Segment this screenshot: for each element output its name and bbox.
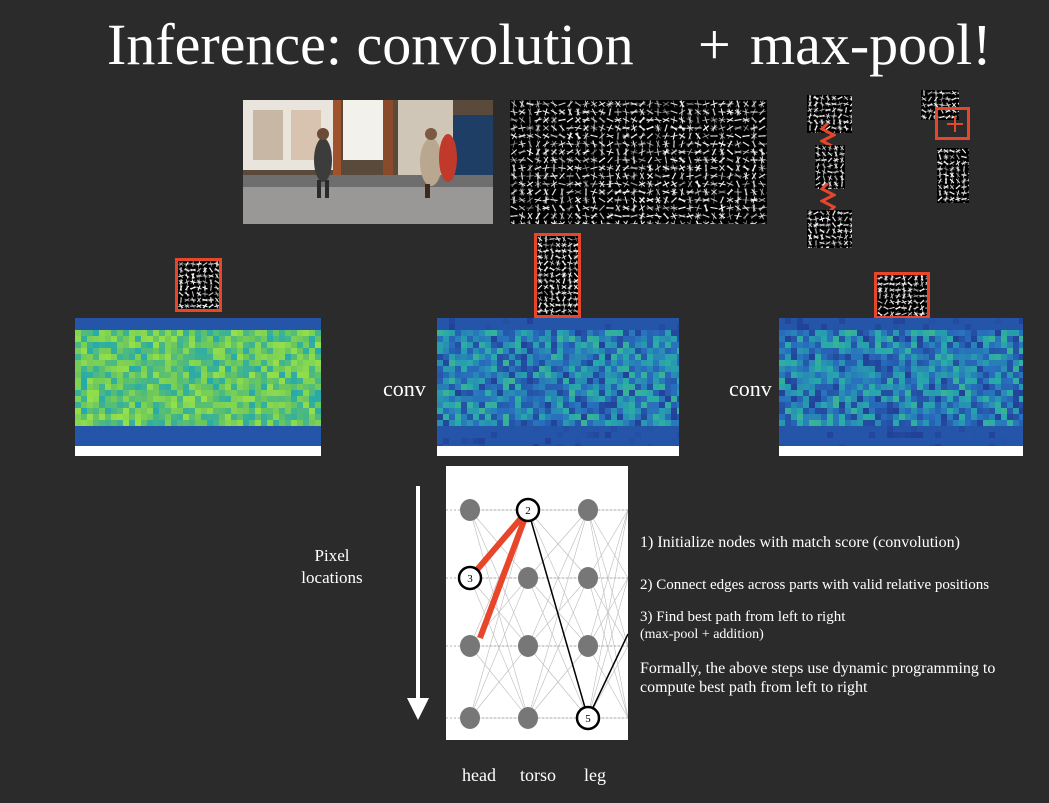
trellis-node: [518, 635, 538, 657]
pixel-axis-line1: Pixel: [314, 546, 350, 565]
head-template-right: [921, 90, 959, 120]
node-head-selected: [457, 565, 483, 591]
head-filter: [175, 258, 222, 312]
trellis-node: [460, 499, 480, 521]
step-3a: 3) Find best path from left to right: [640, 609, 846, 625]
torso-filter: [534, 233, 581, 318]
leg-filter: [874, 272, 930, 319]
step-3b: (max-pool + addition): [640, 627, 764, 642]
conv-label-2: conv: [729, 376, 772, 401]
pixel-axis-label: Pixel locations: [286, 545, 378, 589]
arrow-down-icon: [404, 486, 432, 727]
step-4b: compute best path from left to right: [640, 679, 868, 696]
search-window-box: [935, 107, 970, 140]
node-leg-selected: [575, 705, 601, 731]
node-torso-selected: [515, 497, 541, 523]
part-label-torso: torso: [520, 765, 556, 785]
node-number-head: 3: [467, 573, 473, 585]
step-2: 2) Connect edges across parts with valid…: [640, 577, 990, 593]
trellis-node: [578, 499, 598, 521]
heatmap-head: [75, 318, 321, 456]
path-line: [527, 509, 589, 719]
conv-label-1: conv: [383, 376, 426, 401]
heatmap-torso: [437, 318, 679, 456]
trellis-node: [460, 635, 480, 657]
best-edge-2: [477, 508, 531, 640]
leg-template-small: [807, 210, 852, 248]
hog-feature-image: [510, 100, 767, 224]
torso-template-small: [815, 145, 845, 189]
part-label-head: head: [462, 765, 496, 785]
dp-trellis-panel: 3 2 5: [446, 466, 629, 740]
step-1: 1) Initialize nodes with match score (co…: [640, 534, 960, 551]
trellis-node: [518, 567, 538, 589]
title-part2: max-pool!: [750, 12, 992, 77]
head-template-small: [807, 95, 852, 133]
heatmap-leg: [779, 318, 1023, 456]
step-4a: Formally, the above steps use dynamic pr…: [640, 660, 996, 677]
node-number-torso: 2: [525, 505, 531, 517]
title-plus: +: [698, 12, 731, 77]
trellis-node: [460, 707, 480, 729]
trellis-node: [578, 635, 598, 657]
trellis-node: [578, 567, 598, 589]
best-edge-1: [467, 508, 531, 580]
trellis-node: [518, 707, 538, 729]
spring-connector-2: [818, 181, 838, 218]
pixel-axis-line2: locations: [301, 568, 363, 587]
torso-template-right: [937, 148, 969, 203]
part-label-leg: leg: [584, 765, 606, 785]
street-photo: [243, 100, 493, 224]
title-part1: Inference: convolution: [107, 12, 634, 77]
node-number-leg: 5: [585, 713, 591, 725]
